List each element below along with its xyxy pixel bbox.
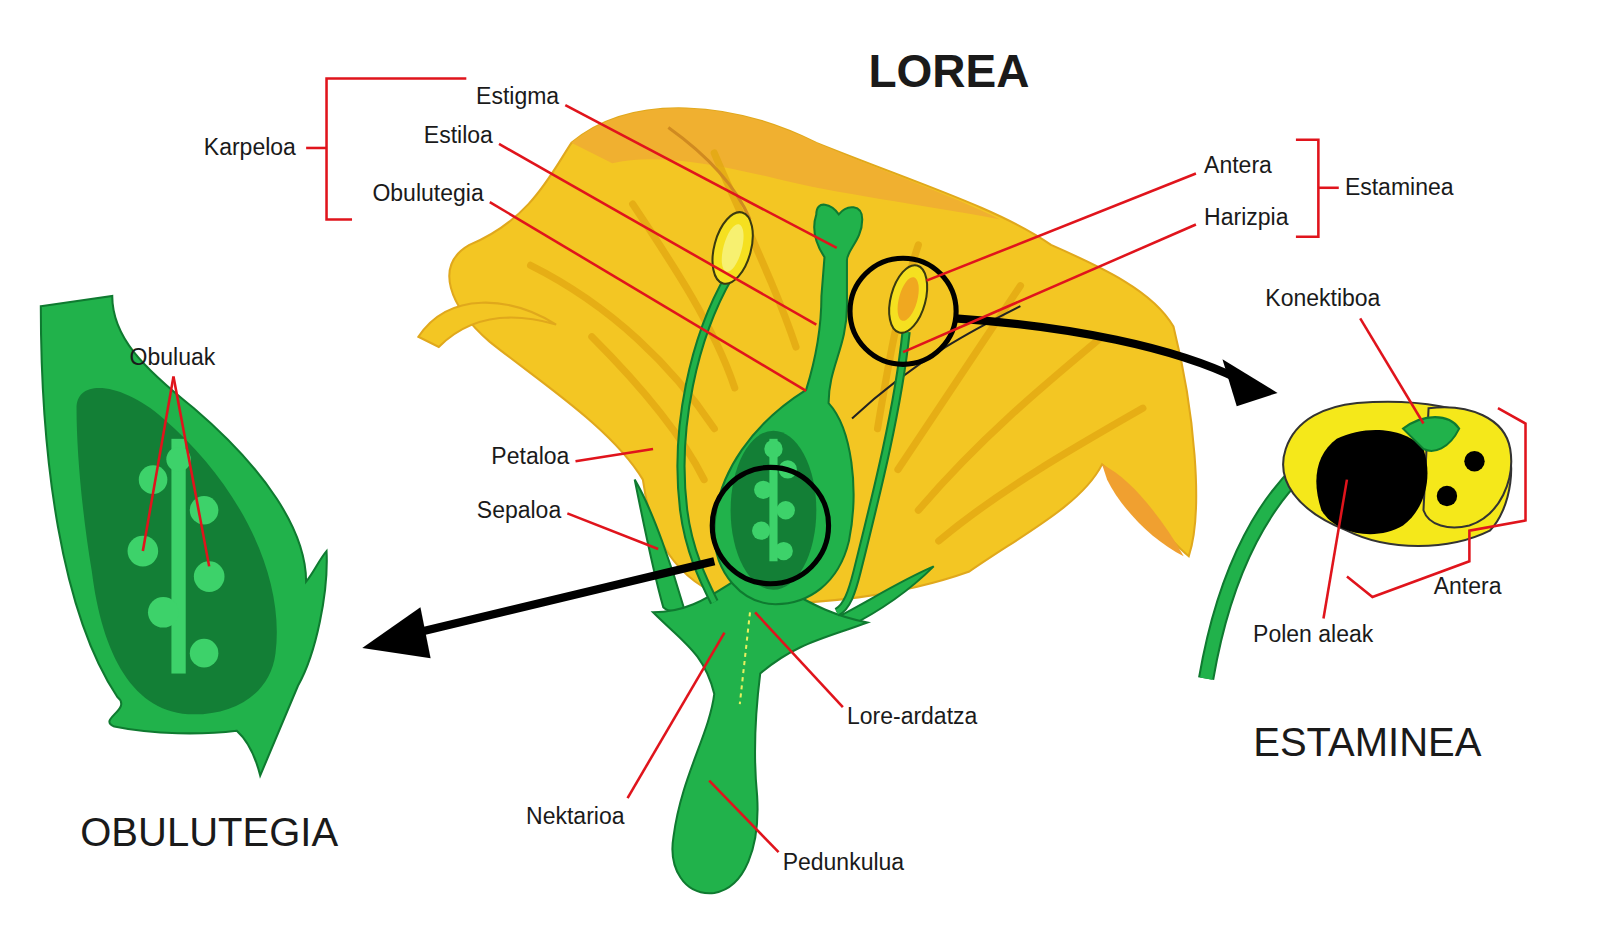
part-label: Antera — [1204, 153, 1272, 178]
petals — [418, 108, 1196, 604]
part-label: Petaloa — [491, 444, 569, 469]
zoom-markers — [362, 258, 1277, 658]
part-label: Obuluak — [130, 345, 216, 370]
part-label: Obulutegia — [372, 181, 483, 206]
part-label: Lore-ardatza — [847, 704, 977, 729]
inset-heading: ESTAMINEA — [1253, 720, 1481, 764]
part-label: Estaminea — [1345, 175, 1454, 200]
part-label: Harizpia — [1204, 205, 1288, 230]
pistil — [714, 205, 862, 604]
stamen-inset — [1206, 402, 1511, 679]
part-label: Konektiboa — [1265, 286, 1380, 311]
inset-heading: OBULUTEGIA — [80, 810, 338, 854]
part-label: Pedunkulua — [783, 850, 905, 875]
part-label: Estigma — [476, 84, 559, 109]
leader-lines — [143, 79, 1526, 853]
part-label: Karpeloa — [204, 135, 296, 160]
part-label: Sepaloa — [477, 498, 561, 523]
ovary-inset — [41, 296, 327, 776]
part-label: Antera — [1434, 574, 1502, 599]
part-label: Nektarioa — [526, 804, 624, 829]
diagram-title: LOREA — [868, 46, 1029, 97]
part-label: Estiloa — [424, 123, 493, 148]
part-label: Polen aleak — [1253, 622, 1373, 647]
